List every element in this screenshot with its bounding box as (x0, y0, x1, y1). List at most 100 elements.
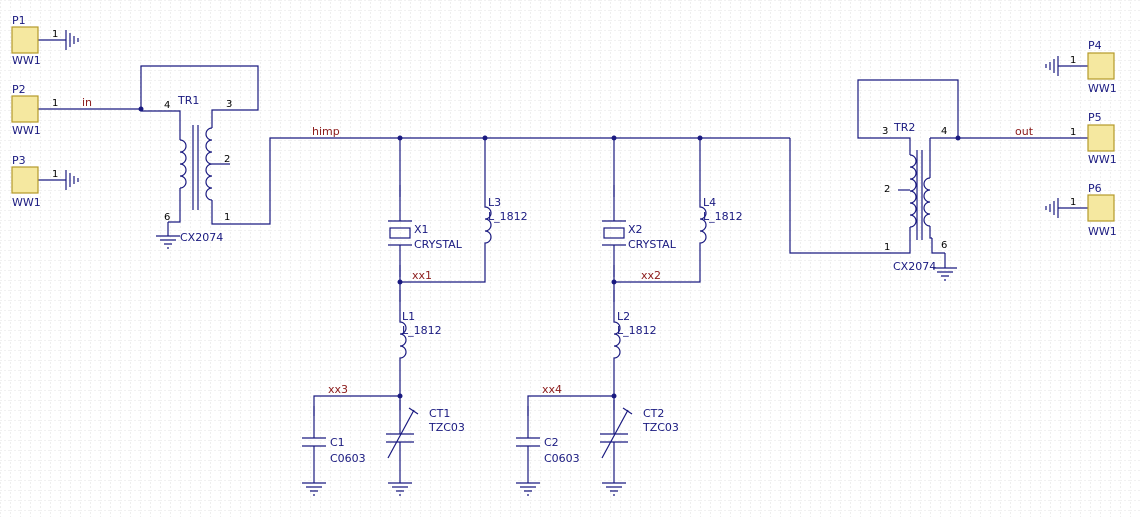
capacitor-c2-comment: C0603 (544, 452, 580, 465)
transformer-tr1[interactable] (168, 109, 230, 225)
comment: WW1 (1088, 225, 1117, 238)
connector-p6[interactable]: P6 WW1 1 (1070, 182, 1117, 238)
wire-tr1-pin6 (168, 210, 181, 223)
netlabel-in: in (82, 96, 92, 109)
designator: P6 (1088, 182, 1102, 195)
trimmer-ct1-designator: CT1 (429, 407, 450, 420)
pin-number: 3 (226, 99, 232, 110)
transformer-tr1-text: TR1 CX2074 4 3 2 6 1 (164, 94, 232, 244)
wire-grounds (167, 222, 946, 483)
ground-icon (302, 482, 326, 496)
crystal-x1-comment: CRYSTAL (414, 238, 463, 251)
junction-dot (397, 279, 403, 285)
junction-dot (138, 106, 144, 112)
wire-himp-drop[interactable] (230, 137, 790, 225)
pin-number: 6 (164, 212, 170, 223)
connector-p3[interactable]: P3 WW1 1 (11, 154, 58, 209)
pin-number: 1 (1070, 197, 1076, 208)
pin-number: 1 (884, 242, 890, 253)
junction-dot (611, 135, 617, 141)
ground-symbols (156, 235, 957, 496)
inductor-l1[interactable] (399, 302, 407, 371)
capacitor-c2-designator: C2 (544, 436, 559, 449)
wire-tr2-pin6 (931, 238, 945, 254)
junction-dot (397, 393, 403, 399)
comment: WW1 (1088, 153, 1117, 166)
pin-number: 1 (1070, 127, 1076, 138)
junctions (138, 106, 961, 399)
comment: WW1 (12, 124, 41, 137)
trimmer-ct2[interactable] (600, 407, 633, 462)
comment: CX2074 (893, 260, 936, 273)
capacitor-c1-designator: C1 (330, 436, 345, 449)
connector-p2[interactable]: P2 WW1 1 (11, 83, 58, 137)
pin-number: 1 (52, 169, 58, 180)
capacitor-c1-comment: C0603 (330, 452, 366, 465)
capacitor-c1[interactable] (302, 420, 326, 462)
junction-dot (697, 135, 703, 141)
pin-ticks (313, 185, 615, 416)
inductor-l1-designator: L1 (402, 310, 415, 323)
designator: P3 (12, 154, 26, 167)
netlabel-xx4: xx4 (542, 383, 562, 396)
ground-icon (1045, 198, 1059, 218)
wire-himp-tr2[interactable] (789, 138, 898, 254)
junction-dot (397, 135, 403, 141)
inductor-l4[interactable] (699, 192, 707, 255)
netlabel-xx1: xx1 (412, 269, 432, 282)
ground-icon (65, 170, 79, 190)
capacitor-c2[interactable] (516, 420, 540, 462)
inductor-l2-designator: L2 (617, 310, 630, 323)
pin-number: 6 (941, 240, 947, 251)
comment: WW1 (12, 54, 41, 67)
pin-number: 3 (882, 126, 888, 137)
junction-dot (955, 135, 961, 141)
inductor-l2-comment: L_1812 (617, 324, 657, 337)
comment: WW1 (12, 196, 41, 209)
ground-icon (933, 267, 957, 281)
comment: WW1 (1088, 82, 1117, 95)
connector-p1[interactable]: P1 WW1 1 (11, 14, 58, 67)
pin-number: 2 (884, 184, 890, 195)
designator: TR2 (893, 121, 915, 134)
inductor-l3-designator: L3 (488, 196, 501, 209)
trimmer-ct1[interactable] (386, 407, 419, 462)
crystal-x2-comment: CRYSTAL (628, 238, 677, 251)
netlabel-himp: himp (312, 125, 340, 138)
inductor-l2[interactable] (613, 302, 621, 371)
pin-number: 4 (941, 126, 947, 137)
ground-icon (602, 482, 626, 496)
transformer-tr2[interactable] (898, 137, 932, 254)
crystal-x2-designator: X2 (628, 223, 643, 236)
crystal-x2[interactable] (602, 210, 626, 255)
inductor-l3[interactable] (484, 192, 492, 255)
wire-p-stubs (38, 39, 1088, 209)
comment: CX2074 (180, 231, 223, 244)
pin-number: 1 (52, 29, 58, 40)
designator: TR1 (177, 94, 199, 107)
inductor-l4-comment: L_1812 (703, 210, 743, 223)
junction-dot (482, 135, 488, 141)
connector-p4[interactable]: P4 WW1 1 (1070, 39, 1117, 95)
netlabel-out: out (1015, 125, 1034, 138)
designator: P5 (1088, 111, 1102, 124)
transformer-tr2-text: TR2 CX2074 3 4 2 1 6 (882, 121, 947, 273)
junction-dot (611, 393, 617, 399)
inductor-l3-comment: L_1812 (488, 210, 528, 223)
trimmer-ct2-comment: TZC03 (642, 421, 679, 434)
inductor-l1-comment: L_1812 (402, 324, 442, 337)
trimmer-ct1-comment: TZC03 (428, 421, 465, 434)
wires (38, 39, 1088, 483)
chassis-ground-symbols (65, 30, 1059, 218)
pin-number: 4 (164, 100, 170, 111)
netlabel-xx2: xx2 (641, 269, 661, 282)
wire-tr2-loop[interactable] (857, 79, 1088, 139)
ground-icon (516, 482, 540, 496)
designator: P2 (12, 83, 26, 96)
designator: P1 (12, 14, 26, 27)
crystal-x1[interactable] (388, 210, 412, 255)
pin-number: 1 (224, 212, 230, 223)
connector-p5[interactable]: P5 WW1 1 (1070, 111, 1117, 166)
designator: P4 (1088, 39, 1102, 52)
